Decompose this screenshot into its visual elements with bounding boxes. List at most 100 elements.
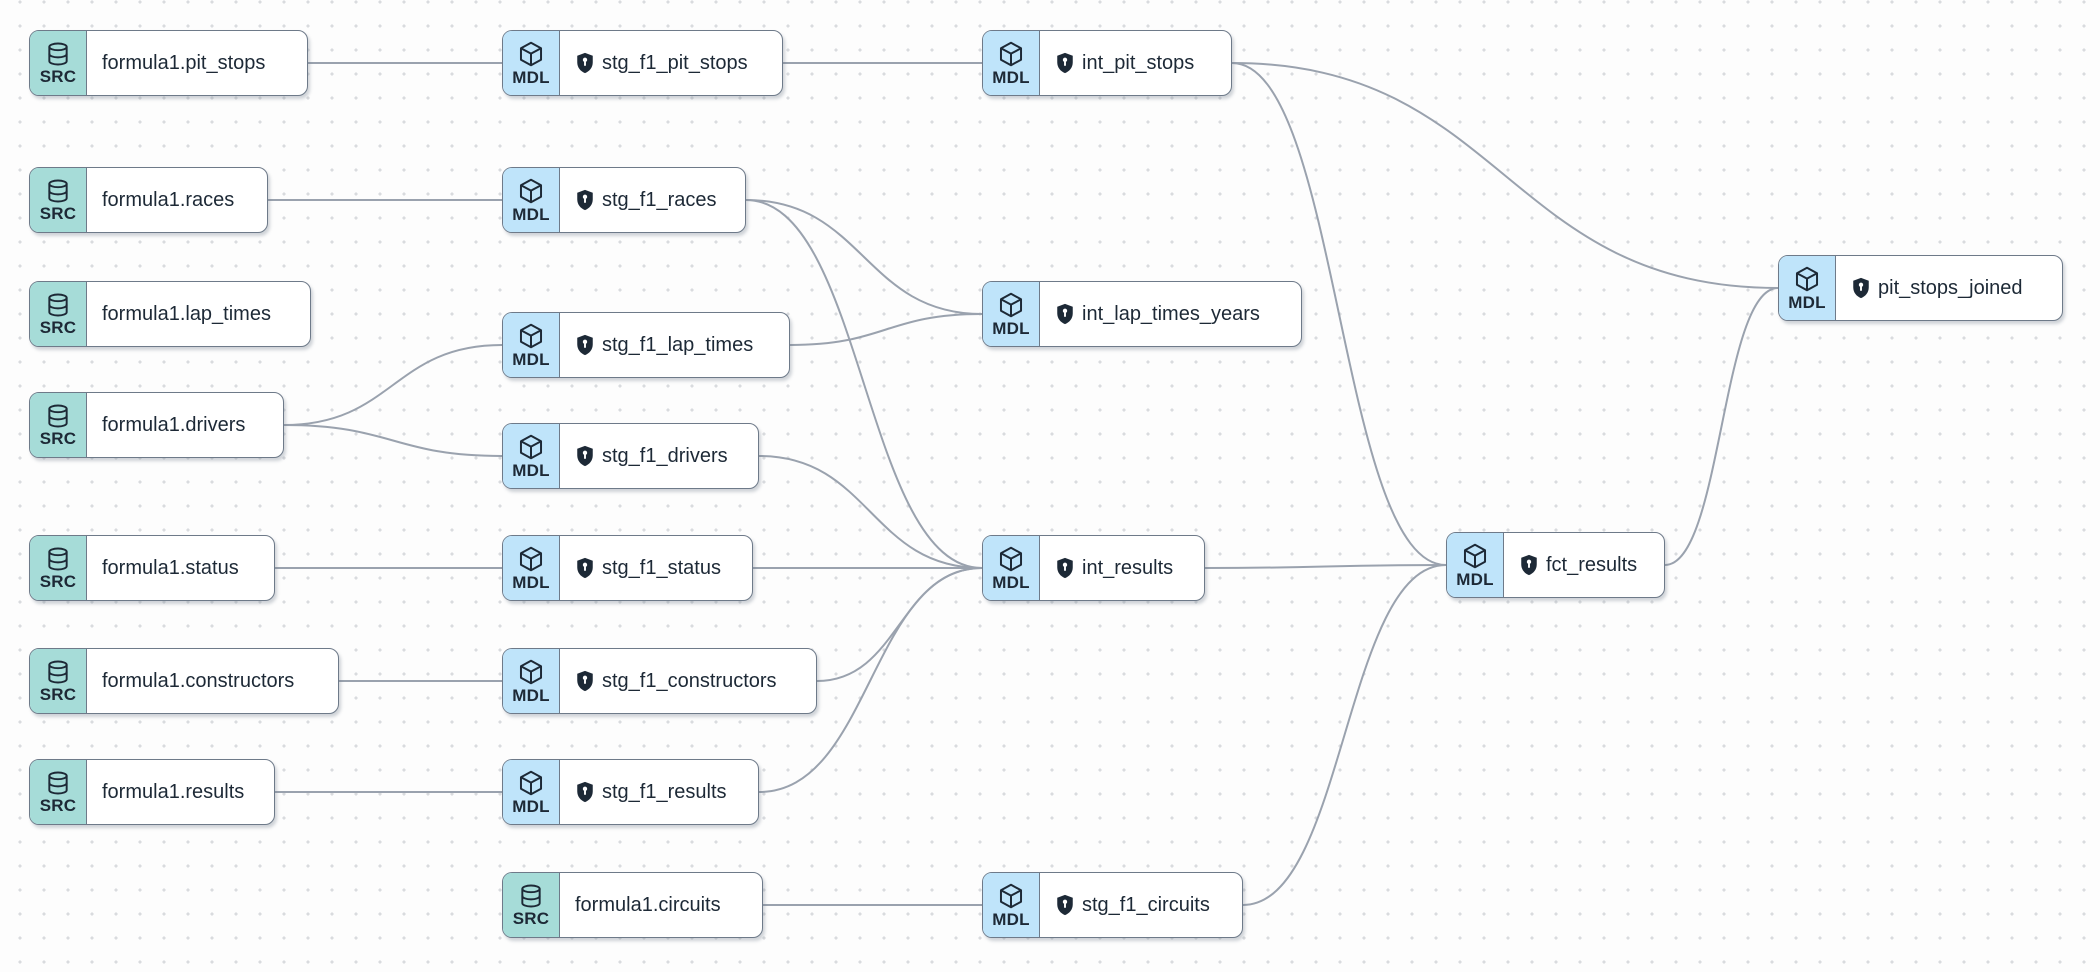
node-type-badge: MDL [503,536,560,600]
node-type-badge: MDL [503,760,560,824]
node-label: stg_f1_circuits [1082,894,1210,916]
cube-icon [517,433,545,461]
node-content: formula1.lap_times [87,282,281,346]
node-content: formula1.pit_stops [87,31,275,95]
node-content: stg_f1_pit_stops [560,31,758,95]
edge-src_drivers-to-stg_lap_times [283,344,503,426]
node-label: stg_f1_status [602,557,721,579]
database-icon [518,883,544,909]
node-label: formula1.lap_times [102,303,271,325]
lineage-node-formula1-drivers[interactable]: SRC formula1.drivers [29,392,284,458]
lineage-node-stg-f1-lap-times[interactable]: MDL stg_f1_lap_times [502,312,790,378]
node-type-label: MDL [992,319,1030,338]
lineage-node-stg-f1-circuits[interactable]: MDL stg_f1_circuits [982,872,1243,938]
node-content: int_pit_stops [1040,31,1204,95]
node-label: pit_stops_joined [1878,277,2023,299]
node-type-label: MDL [512,350,550,369]
lineage-node-int-pit-stops[interactable]: MDL int_pit_stops [982,30,1232,96]
node-content: stg_f1_drivers [560,424,738,488]
node-label: formula1.drivers [102,414,246,436]
node-content: stg_f1_races [560,168,727,232]
cube-icon [1461,542,1489,570]
node-content: int_lap_times_years [1040,282,1270,346]
node-type-label: MDL [512,68,550,87]
lineage-node-int-lap-times-years[interactable]: MDL int_lap_times_years [982,281,1302,347]
lineage-node-stg-f1-drivers[interactable]: MDL stg_f1_drivers [502,423,759,489]
shield-icon [1055,52,1075,74]
cube-icon [997,291,1025,319]
lineage-node-stg-f1-races[interactable]: MDL stg_f1_races [502,167,746,233]
database-icon [45,659,71,685]
node-content: stg_f1_circuits [1040,873,1220,937]
node-content: stg_f1_status [560,536,731,600]
node-type-label: SRC [39,796,77,815]
node-label: formula1.results [102,781,245,803]
shield-icon [1055,894,1075,916]
cube-icon [517,322,545,350]
node-label: formula1.circuits [575,894,721,916]
node-type-badge: MDL [503,649,560,713]
node-type-label: MDL [512,797,550,816]
node-type-badge: MDL [503,313,560,377]
node-type-badge: MDL [1447,533,1504,597]
node-type-badge: SRC [30,536,87,600]
node-type-badge: MDL [983,536,1040,600]
lineage-node-stg-f1-results[interactable]: MDL stg_f1_results [502,759,759,825]
node-type-badge: SRC [30,31,87,95]
shield-icon [575,334,595,356]
cube-icon [517,177,545,205]
node-content: stg_f1_results [560,760,737,824]
node-label: formula1.status [102,557,239,579]
node-type-label: MDL [512,461,550,480]
cube-icon [517,545,545,573]
node-type-label: MDL [992,573,1030,592]
database-icon [45,178,71,204]
node-label: formula1.constructors [102,670,295,692]
node-type-badge: MDL [983,873,1040,937]
edge-stg_drivers-to-int_results [758,455,983,569]
shield-icon [1519,554,1539,576]
node-type-label: SRC [39,204,77,223]
node-label: stg_f1_pit_stops [602,52,748,74]
node-type-badge: SRC [30,760,87,824]
lineage-node-formula1-status[interactable]: SRC formula1.status [29,535,275,601]
node-type-badge: MDL [983,31,1040,95]
lineage-node-formula1-constructors[interactable]: SRC formula1.constructors [29,648,339,714]
node-label: stg_f1_lap_times [602,334,754,356]
node-type-label: SRC [39,429,77,448]
lineage-node-stg-f1-pit-stops[interactable]: MDL stg_f1_pit_stops [502,30,783,96]
node-type-badge: SRC [30,649,87,713]
node-type-label: SRC [512,909,550,928]
lineage-node-formula1-results[interactable]: SRC formula1.results [29,759,275,825]
lineage-node-formula1-circuits[interactable]: SRC formula1.circuits [502,872,763,938]
node-label: int_pit_stops [1082,52,1195,74]
node-content: formula1.drivers [87,393,255,457]
edge-stg_lap_times-to-int_lap_times_years [789,313,983,346]
edge-stg_races-to-int_lap_times_years [745,199,983,315]
node-content: formula1.status [87,536,249,600]
database-icon [45,41,71,67]
cube-icon [517,769,545,797]
shield-icon [575,781,595,803]
lineage-node-stg-f1-status[interactable]: MDL stg_f1_status [502,535,753,601]
node-type-label: SRC [39,685,77,704]
edge-int_pit_stops-to-fct_results [1231,62,1447,566]
node-type-label: MDL [512,205,550,224]
cube-icon [517,40,545,68]
lineage-node-formula1-races[interactable]: SRC formula1.races [29,167,268,233]
cube-icon [997,882,1025,910]
node-content: formula1.circuits [560,873,731,937]
node-label: formula1.races [102,189,235,211]
node-type-badge: MDL [503,424,560,488]
node-type-label: MDL [1456,570,1494,589]
edge-src_drivers-to-stg_drivers [283,424,503,457]
node-type-badge: SRC [30,168,87,232]
